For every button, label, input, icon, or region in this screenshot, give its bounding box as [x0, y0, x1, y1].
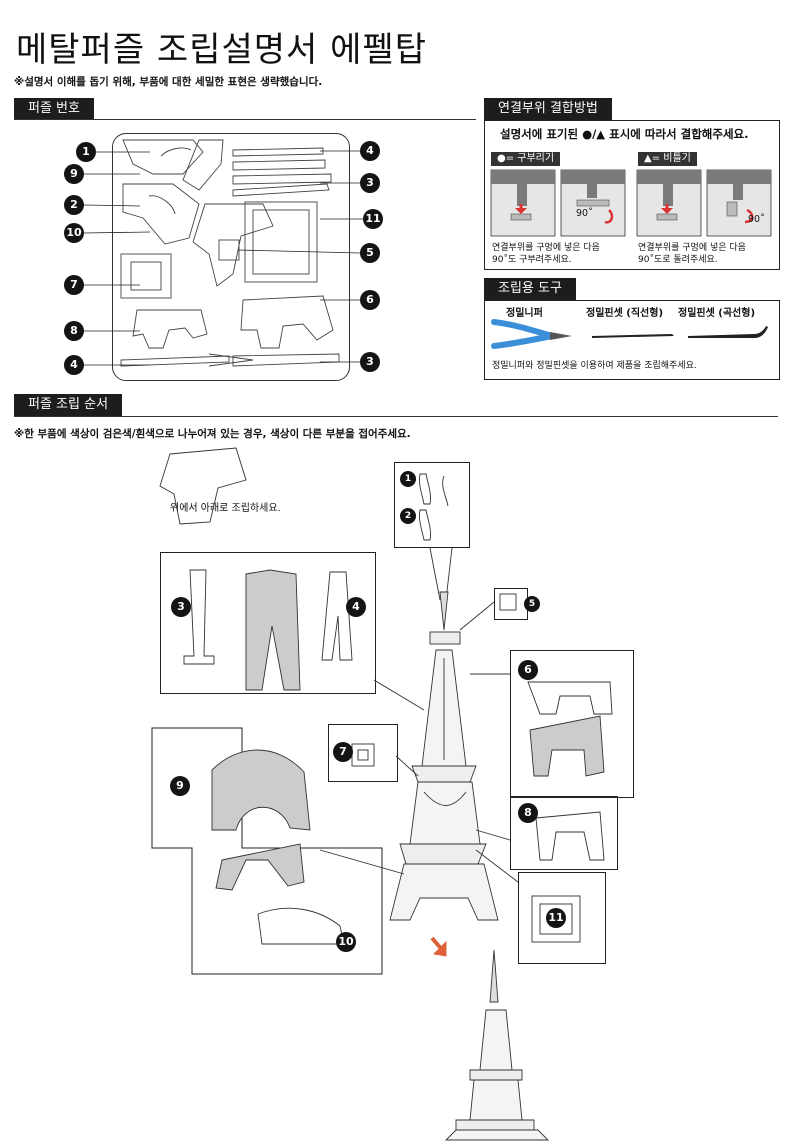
part-3b: [232, 183, 330, 197]
assembly-direction: 위에서 아래로 조립하세요.: [170, 503, 281, 514]
tool-3-label: 정밀핀셋 (곡선형): [678, 308, 756, 319]
part-8: [132, 309, 208, 349]
connection-heading: 연결부위 결합방법: [484, 98, 612, 120]
part-label-3: 3: [360, 173, 380, 193]
step-box-1-2: [394, 462, 470, 548]
assembly-rule: [14, 416, 778, 417]
part-7: [120, 253, 172, 299]
part-4-bottom: [120, 355, 230, 367]
part-1: [122, 139, 204, 175]
assembly-heading: 퍼즐 조립 순서: [14, 394, 123, 416]
step-label-7: 7: [333, 742, 353, 762]
part-2-detail: [148, 195, 176, 215]
header-note: ※설명서 이해를 돕기 위해, 부품에 대한 세밀한 표현은 생략했습니다.: [14, 76, 323, 88]
part-label-8: 8: [64, 321, 84, 341]
straight-tweezer-icon: [592, 334, 674, 338]
step-label-11: 11: [546, 908, 566, 928]
step-label-2: 2: [400, 508, 416, 524]
step-box-6: [510, 650, 634, 798]
connection-illustrations: [490, 169, 772, 237]
twist-angle: 90˚: [748, 214, 765, 225]
part-2: [122, 183, 200, 245]
part-6: [240, 295, 334, 349]
curved-tweezer-icon: [688, 326, 768, 338]
part-leader-lines: [83, 150, 363, 366]
step-label-1: 1: [400, 471, 416, 487]
part-1-detail: [160, 147, 192, 157]
step-label-9: 9: [170, 776, 190, 796]
part-9-arm: [182, 139, 224, 191]
twist-tag: ▲= 비틀기: [638, 152, 697, 166]
part-7-inner: [130, 261, 162, 291]
step-label-8: 8: [518, 803, 538, 823]
parts-heading: 퍼즐 번호: [14, 98, 94, 120]
assembly-drawing: [159, 447, 613, 1141]
part-label-3b: 3: [360, 352, 380, 372]
part-label-1: 1: [76, 142, 96, 162]
part-4-top: [232, 147, 324, 157]
parts-rule: [14, 119, 476, 120]
tools-desc: 정밀니퍼와 정밀핀셋을 이용하여 제품을 조립해주세요.: [492, 361, 697, 371]
tool-2-label: 정밀핀셋 (직선형): [586, 308, 664, 319]
step-label-3: 3: [171, 597, 191, 617]
part-spike: [208, 353, 254, 367]
tool-1-label: 정밀니퍼: [506, 308, 543, 319]
part-label-9: 9: [64, 164, 84, 184]
part-label-2: 2: [64, 195, 84, 215]
page-title: 메탈퍼즐 조립설명서 에펠탑: [16, 30, 427, 70]
connection-instruction: 설명서에 표기된 ●/▲ 표시에 따라서 결합해주세요.: [500, 127, 749, 141]
part-label-4b: 4: [64, 355, 84, 375]
bend-desc-2: 90˚도 구부려주세요.: [492, 255, 572, 265]
step-box-8: [510, 796, 618, 870]
tools-heading: 조립용 도구: [484, 278, 576, 300]
part-label-11: 11: [363, 209, 383, 229]
part-label-7: 7: [64, 275, 84, 295]
step-box-3-4: [160, 552, 376, 694]
assembly-note: ※한 부품에 색상이 검은색/흰색으로 나누어져 있는 경우, 색상이 다른 부…: [14, 428, 411, 440]
part-3-top: [232, 173, 332, 185]
part-label-5: 5: [360, 243, 380, 263]
part-label-10: 10: [64, 223, 84, 243]
part-10: [192, 203, 274, 287]
tools-panel: [484, 300, 780, 380]
step-label-4: 4: [346, 597, 366, 617]
tools-illustration: [491, 319, 768, 349]
part-11: [244, 201, 318, 283]
step-label-10: 10: [336, 932, 356, 952]
bend-angle: 90˚: [576, 208, 593, 219]
connection-panel: [484, 120, 780, 270]
bend-tag: ●= 구부리기: [491, 152, 561, 166]
part-label-6: 6: [360, 290, 380, 310]
step-box-7: [328, 724, 398, 782]
part-11-inner: [252, 209, 310, 275]
nipper-icon: [491, 319, 572, 349]
twist-desc-1: 연결부위를 구멍에 넣은 다음: [638, 243, 746, 253]
step-box-11: [518, 872, 606, 964]
step-label-5: 5: [524, 596, 540, 612]
bend-desc-1: 연결부위를 구멍에 넣은 다음: [492, 243, 600, 253]
step-label-6: 6: [518, 660, 538, 680]
part-label-4: 4: [360, 141, 380, 161]
part-4b: [232, 159, 326, 171]
twist-desc-2: 90˚도로 돌려주세요.: [638, 255, 718, 265]
